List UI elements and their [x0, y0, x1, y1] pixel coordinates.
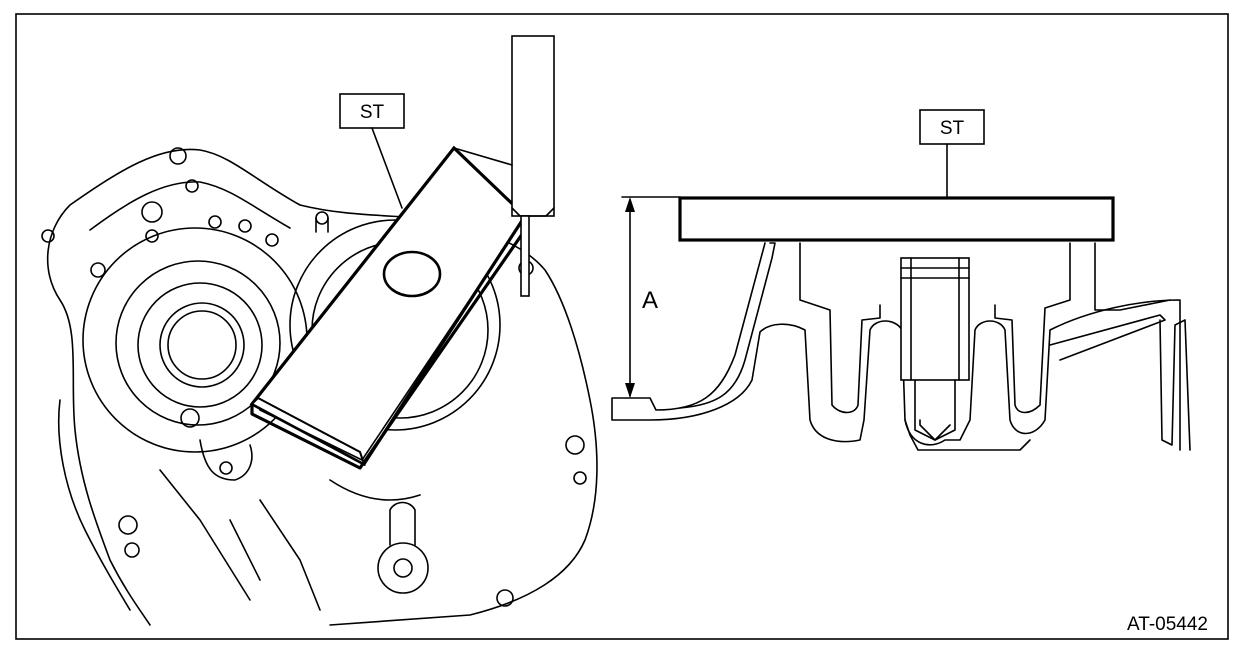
bolt-boss — [41, 229, 55, 243]
bore-ring-inner — [137, 282, 263, 408]
bolt-boss — [90, 262, 106, 278]
bolt-boss — [265, 233, 279, 247]
tool-leader-line — [371, 127, 403, 209]
bolt-boss — [124, 542, 140, 558]
bolt-boss — [118, 515, 138, 535]
case-rib — [329, 479, 421, 501]
tool-label: ST — [360, 102, 385, 123]
depth-gauge-body — [511, 35, 555, 217]
tool-label-box — [339, 93, 405, 129]
bolt-boss — [565, 435, 585, 455]
dowel-pin — [315, 211, 329, 225]
tool-label: ST — [940, 118, 965, 139]
case-inner-outline — [57, 181, 291, 611]
housing-base — [904, 419, 1031, 451]
shaft — [167, 310, 237, 380]
depth-gauge-rod — [520, 215, 530, 297]
straight-edge-bevel — [259, 224, 521, 461]
bolt-boss — [145, 229, 159, 243]
bolt-boss — [180, 408, 200, 428]
tool-label-box — [919, 109, 985, 145]
straight-edge-bar — [678, 196, 1115, 242]
bolt-boss — [208, 215, 222, 229]
left-view: ST — [41, 35, 598, 626]
boss-bracket — [199, 439, 253, 481]
case-rib — [159, 469, 321, 611]
figure-frame — [15, 13, 1229, 640]
housing-inner-profile — [679, 242, 1171, 414]
bolt-boss — [573, 471, 587, 485]
dimension-arrow-bottom — [625, 383, 635, 398]
bolt-boss — [496, 589, 514, 607]
bore-right-outer — [289, 219, 501, 431]
bolt-boss — [141, 201, 163, 223]
dimension-arrow-top — [625, 197, 635, 212]
straight-edge-hole — [382, 250, 442, 298]
bolt-boss — [219, 461, 233, 475]
bore-ring — [115, 260, 281, 426]
straight-edge-corner — [453, 147, 513, 166]
figure-id: AT-05442 — [1127, 614, 1208, 635]
dimension-label: A — [642, 287, 658, 314]
bolt-boss — [169, 147, 187, 165]
lower-boss-hole — [393, 558, 413, 578]
housing-right-wall — [1049, 314, 1191, 451]
piston-grooves — [900, 257, 970, 381]
bolt-boss — [238, 219, 252, 233]
lower-boss — [377, 542, 429, 594]
dowel-pin-side — [315, 217, 329, 233]
lower-boss-stem — [389, 501, 416, 546]
shaft-seal — [159, 302, 245, 388]
depth-gauge-tip — [511, 207, 555, 217]
bolt-boss — [185, 179, 199, 193]
piston-stem — [914, 379, 956, 441]
right-view: ST A — [611, 109, 1191, 451]
